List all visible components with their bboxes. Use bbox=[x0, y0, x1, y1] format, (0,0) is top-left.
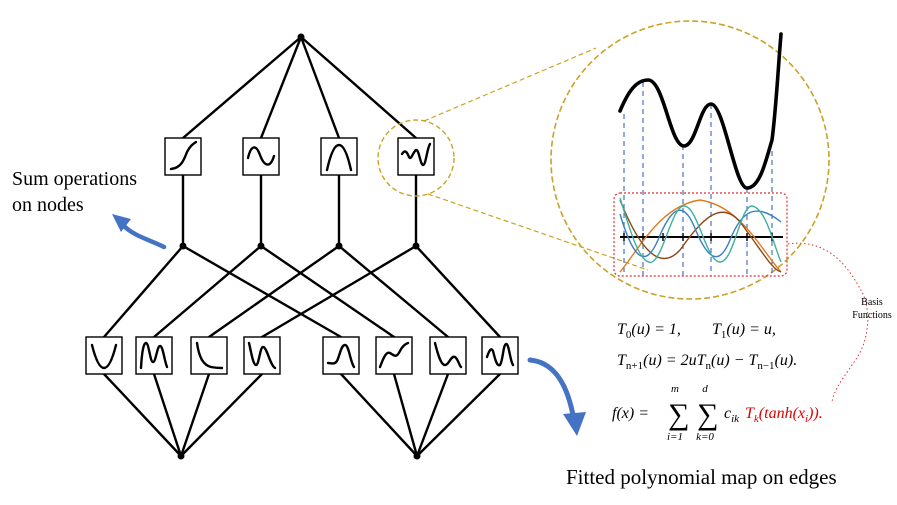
zoom-indicator bbox=[377, 20, 830, 300]
activation-box bbox=[242, 137, 280, 176]
activation-box bbox=[429, 336, 467, 375]
basis-label-line2: Functions bbox=[852, 310, 892, 321]
bottom-edges bbox=[102, 372, 502, 458]
eq-recurrence: Tn+1(u) = 2uTn(u) − Tn−1(u). bbox=[617, 352, 797, 372]
basis-curve bbox=[619, 209, 782, 258]
activation-box bbox=[190, 336, 228, 375]
activation-box bbox=[481, 336, 519, 375]
sum2-bottom: k=0 bbox=[696, 431, 714, 443]
output-node bbox=[297, 33, 305, 41]
nodes bbox=[177, 33, 421, 460]
input-node bbox=[413, 452, 421, 460]
cross-edges bbox=[102, 244, 502, 339]
sum-operations-line2: on nodes bbox=[12, 194, 84, 216]
basis-panel bbox=[613, 192, 788, 277]
hidden-node bbox=[412, 242, 420, 250]
eq-coefficient: cik bbox=[724, 405, 740, 425]
hidden-node bbox=[257, 242, 265, 250]
activation-box bbox=[320, 137, 358, 176]
sum-operations-line1: Sum operations bbox=[12, 168, 137, 190]
curved-arrow-down-right-icon bbox=[527, 357, 586, 436]
basis-curve bbox=[619, 197, 782, 263]
sum2-top: d bbox=[702, 383, 708, 395]
top-edges bbox=[181, 35, 418, 248]
activation-box bbox=[164, 137, 202, 176]
curved-arrow-left-icon bbox=[112, 214, 167, 250]
eq-t1: T1(u) = u, bbox=[712, 321, 776, 341]
activation-box bbox=[322, 336, 360, 375]
basis-curve bbox=[619, 199, 782, 273]
sum1-bottom: i=1 bbox=[667, 431, 683, 443]
sigma-i: ∑ bbox=[668, 398, 689, 431]
activation-box bbox=[135, 336, 173, 375]
upper-activation-boxes bbox=[164, 137, 435, 176]
input-node bbox=[177, 452, 185, 460]
hidden-node bbox=[335, 242, 343, 250]
eq-basis-term: Tk(tanh(xi)). bbox=[745, 405, 823, 425]
activation-box bbox=[375, 336, 413, 375]
activation-box bbox=[397, 137, 435, 176]
basis-label-line1: Basis bbox=[861, 297, 883, 308]
sigma-k: ∑ bbox=[697, 398, 718, 431]
kan-output-equation: f(x) = ∑ m i=1 ∑ d k=0 cik Tk(tanh(xi)). bbox=[612, 383, 823, 443]
basis-connector bbox=[787, 242, 869, 403]
eq-f-lhs: f(x) = bbox=[612, 405, 649, 422]
sum1-top: m bbox=[671, 383, 679, 395]
activation-box bbox=[243, 336, 281, 375]
chebyshev-definitions: T0(u) = 1, T1(u) = u, Tn+1(u) = 2uTn(u) … bbox=[617, 321, 797, 372]
basis-curve bbox=[619, 199, 782, 273]
activation-box bbox=[85, 336, 123, 375]
zoom-circle bbox=[550, 20, 830, 300]
lower-activation-boxes bbox=[85, 336, 519, 375]
fitted-polynomial-label: Fitted polynomial map on edges bbox=[566, 465, 837, 489]
eq-t0: T0(u) = 1, bbox=[617, 321, 681, 341]
hidden-node bbox=[179, 242, 187, 250]
